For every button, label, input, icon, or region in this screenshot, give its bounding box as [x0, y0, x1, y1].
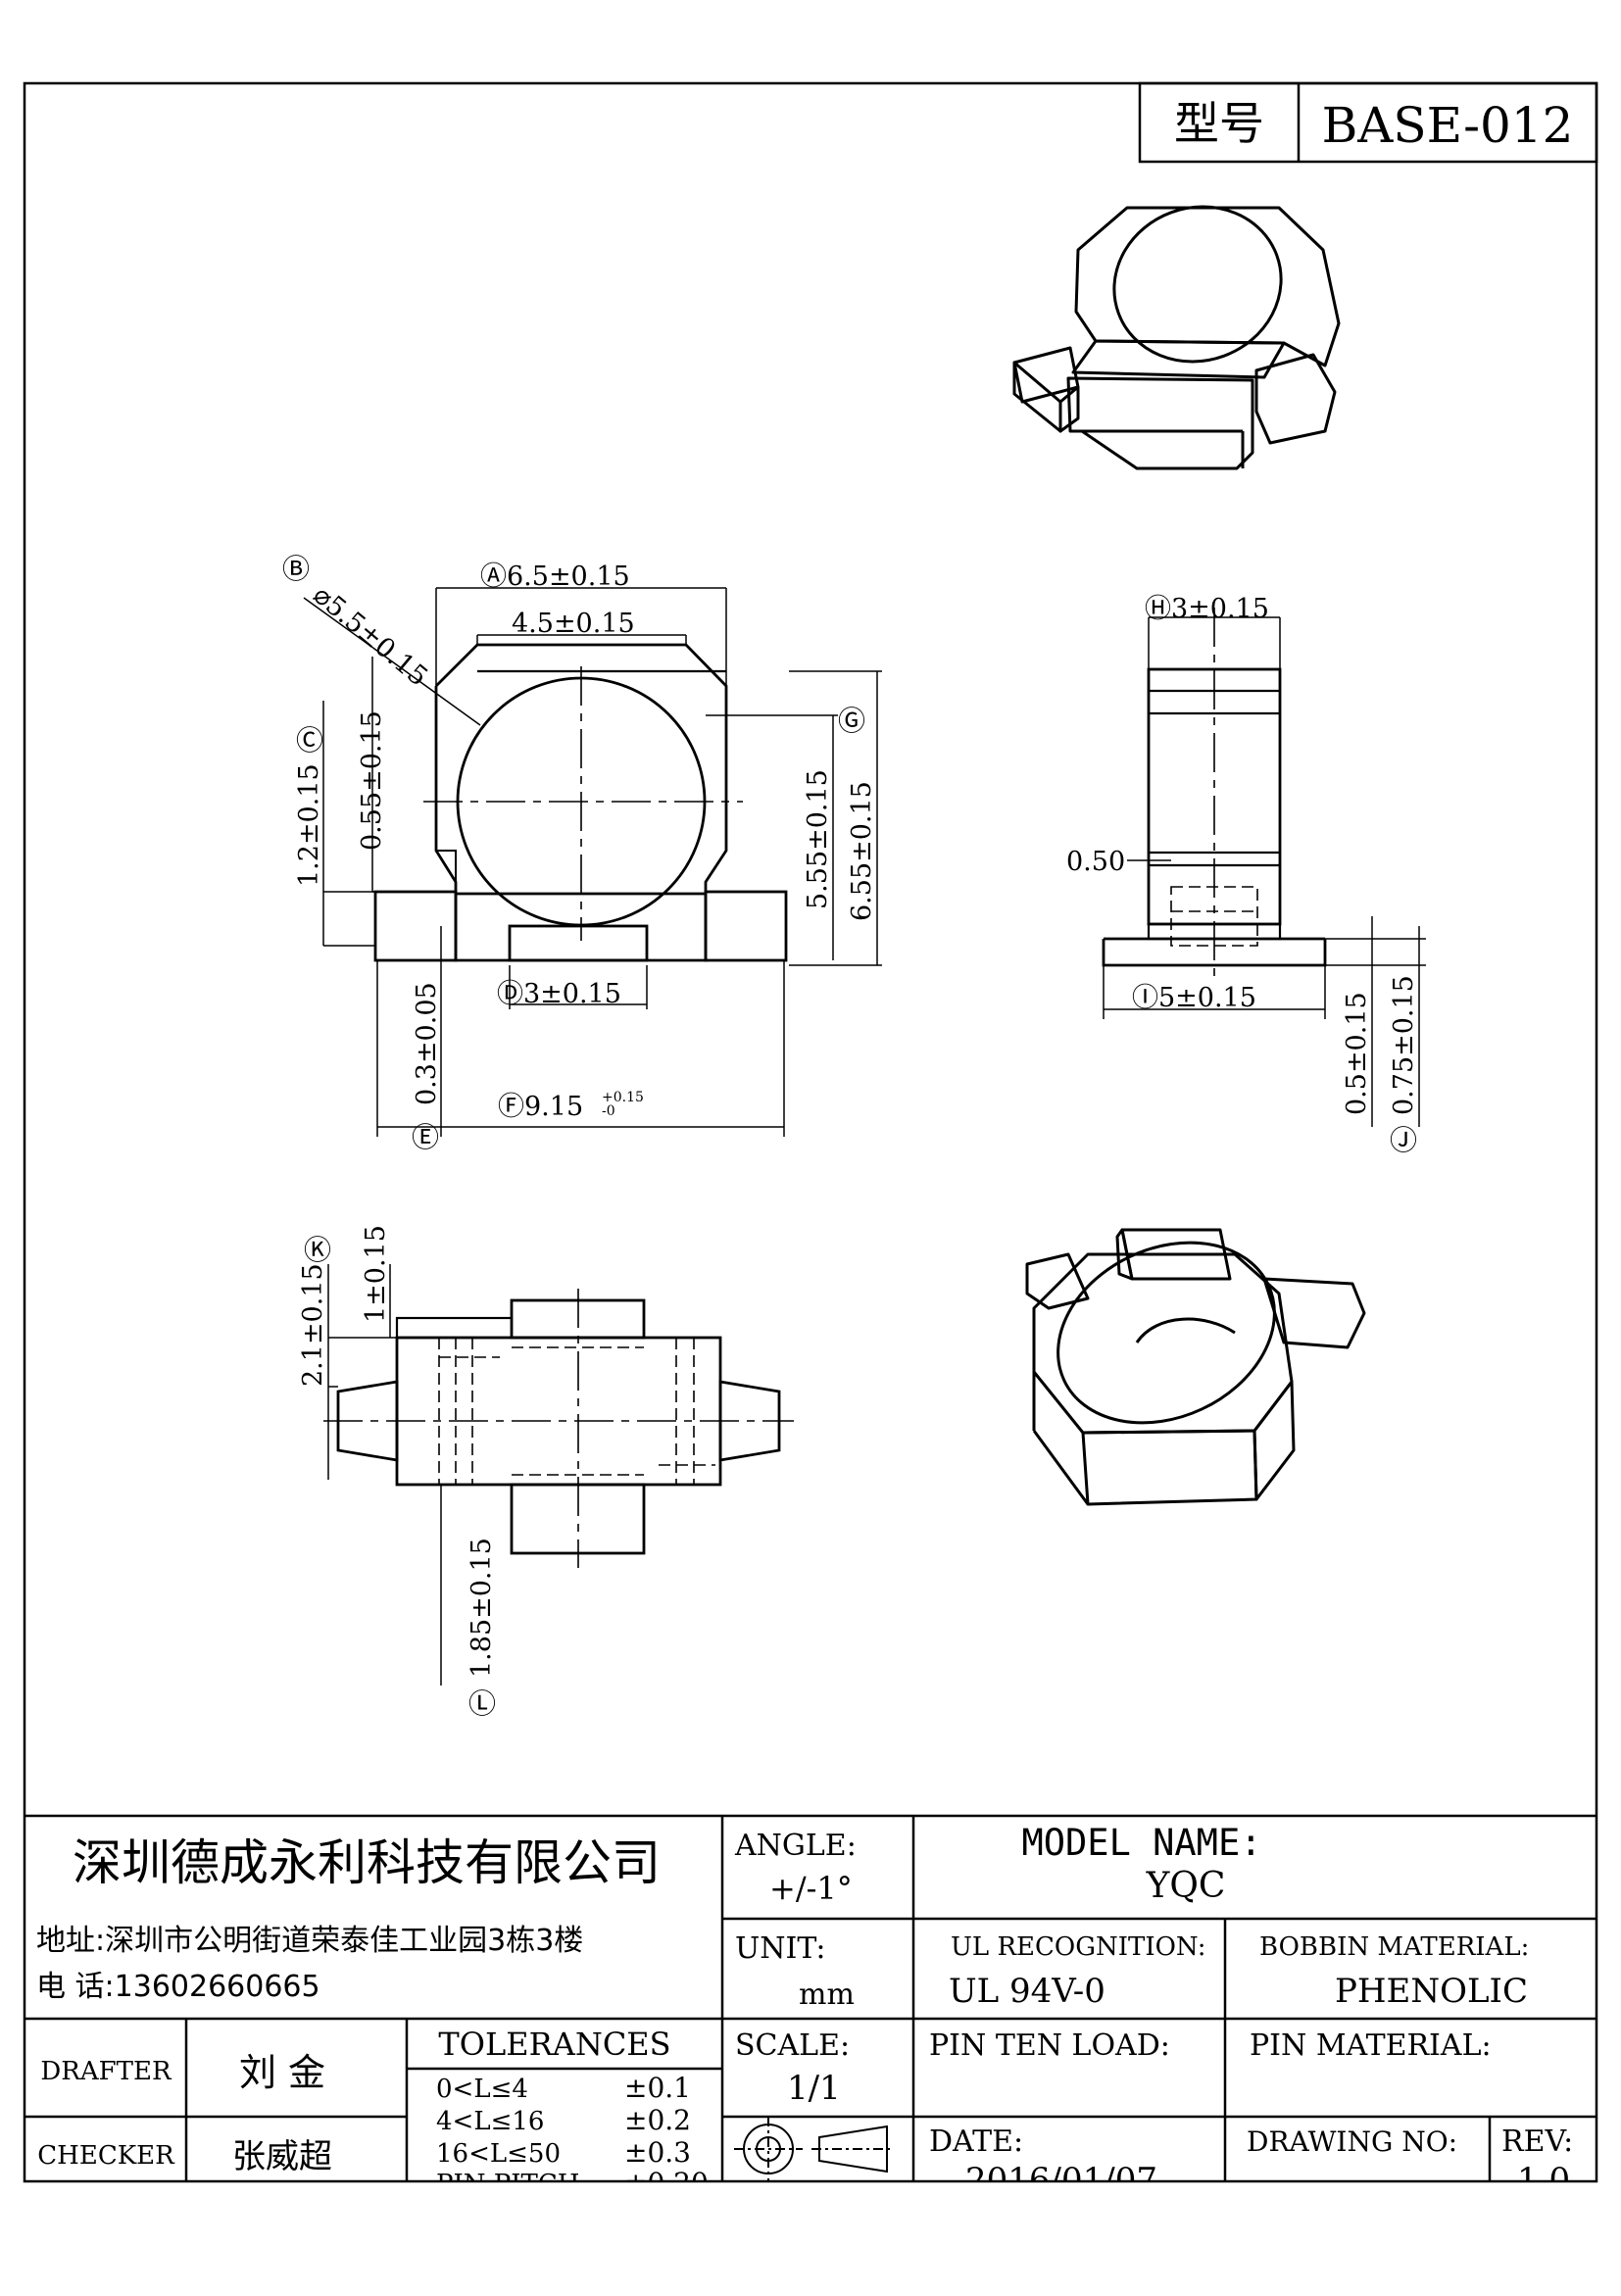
- isometric-view-bottom: [1025, 1228, 1366, 1506]
- date-label: DATE:: [929, 2125, 1023, 2159]
- ul-value: UL 94V-0: [949, 1972, 1105, 2011]
- dim-label-f: Ⓕ9.15: [498, 1092, 583, 1122]
- bobbin-value: PHENOLIC: [1335, 1972, 1528, 2011]
- label-b: Ⓑ: [282, 553, 310, 585]
- model-name-value: YQC: [1146, 1866, 1226, 1906]
- unit-label: UNIT:: [735, 1931, 825, 1966]
- dim-label-h: Ⓗ3±0.15: [1145, 594, 1269, 624]
- tolerances-label: TOLERANCES: [438, 2026, 670, 2063]
- side-view-labels: Ⓗ3±0.15 0.50 Ⓘ5±0.15 0.5±0.15 0.75±0.15 …: [1066, 594, 1419, 1156]
- model-header: 型号 BASE-012: [1138, 81, 1598, 164]
- dim-0-50: 0.50: [1066, 847, 1125, 877]
- dim-1: 1±0.15: [361, 1225, 391, 1323]
- dim-2-1: 2.1±0.15: [298, 1263, 328, 1387]
- drawing-no-label: DRAWING NO:: [1247, 2125, 1457, 2158]
- scale-value: 1/1: [787, 2069, 841, 2108]
- tol-value-1: ±0.2: [624, 2104, 691, 2136]
- label-g: Ⓖ: [838, 705, 865, 737]
- dim-6-55: 6.55±0.15: [847, 781, 877, 921]
- dim-label-d: Ⓓ3±0.15: [497, 979, 621, 1009]
- angle-value: +/-1°: [769, 1870, 853, 1907]
- tol-range-1: 4<L≤16: [436, 2107, 544, 2136]
- checker-value: 张威超: [232, 2137, 332, 2176]
- tolerance-table: 0<L≤4 ±0.1 4<L≤16 ±0.2 16<L≤50 ±0.3 PIN …: [436, 2072, 709, 2199]
- title-block-grid: [25, 1814, 1596, 2181]
- tol-value-3: ±0.20: [624, 2167, 709, 2199]
- dim-label-a: Ⓐ6.5±0.15: [480, 562, 630, 592]
- dim-0-5: 0.5±0.15: [1342, 992, 1372, 1115]
- title-block-text: 深圳德成永利科技有限公司 地址:深圳市公明街道荣泰佳工业园3栋3楼 电 话:13…: [36, 1822, 1573, 2200]
- company-address: 地址:深圳市公明街道荣泰佳工业园3栋3楼: [36, 1924, 583, 1958]
- angle-label: ANGLE:: [734, 1829, 857, 1863]
- rev-label: REV:: [1501, 2125, 1573, 2159]
- scale-label: SCALE:: [735, 2028, 850, 2063]
- projection-symbol-icon: [734, 2117, 894, 2181]
- dim-0-75: 0.75±0.15: [1389, 975, 1419, 1115]
- unit-value: mm: [799, 1978, 855, 2012]
- company-name: 深圳德成永利科技有限公司: [73, 1834, 661, 1891]
- model-name-label: MODEL NAME:: [1021, 1822, 1261, 1864]
- front-view: [303, 587, 882, 1137]
- dim-0-3: 0.3±0.05: [412, 982, 442, 1105]
- bottom-view-labels: Ⓚ 2.1±0.15 1±0.15 1.85±0.15 Ⓛ: [298, 1225, 497, 1720]
- drafter-label: DRAFTER: [40, 2057, 172, 2086]
- dim-4-5: 4.5±0.15: [512, 609, 635, 639]
- tol-value-2: ±0.3: [624, 2136, 691, 2169]
- tol-range-2: 16<L≤50: [436, 2139, 561, 2169]
- side-view: [1102, 608, 1426, 1127]
- tol-value-0: ±0.1: [624, 2072, 691, 2104]
- sheet-border: [23, 81, 1598, 2183]
- date-value: 2016/01/07: [965, 2161, 1157, 2200]
- drafter-value: 刘 金: [239, 2051, 325, 2094]
- label-k: Ⓚ: [304, 1234, 331, 1266]
- pin-material-label: PIN MATERIAL:: [1250, 2028, 1492, 2063]
- pin-load-label: PIN TEN LOAD:: [929, 2028, 1170, 2063]
- dim-label-i: Ⓘ5±0.15: [1132, 983, 1256, 1013]
- label-e: Ⓔ: [412, 1121, 439, 1153]
- checker-label: CHECKER: [37, 2141, 175, 2171]
- bobbin-label: BOBBIN MATERIAL:: [1259, 1932, 1529, 1962]
- tol-range-3: PIN PITCH: [436, 2170, 579, 2199]
- dim-0-55: 0.55±0.15: [357, 710, 387, 851]
- ul-label: UL RECOGNITION:: [951, 1932, 1206, 1962]
- label-c: Ⓒ: [296, 724, 323, 757]
- bottom-view: [323, 1264, 794, 1685]
- tol-plus: +0.15: [602, 1090, 644, 1105]
- tol-minus: -0: [602, 1103, 615, 1119]
- dim-diameter: ⌀5.5±0.15: [308, 580, 434, 693]
- model-label: 型号: [1174, 97, 1264, 150]
- rev-value: 1.0: [1517, 2161, 1570, 2200]
- model-value: BASE-012: [1322, 97, 1574, 154]
- dim-5-55: 5.55±0.15: [803, 769, 833, 909]
- company-phone: 电 话:13602660665: [36, 1970, 320, 2004]
- tol-range-0: 0<L≤4: [436, 2075, 528, 2104]
- label-l: Ⓛ: [468, 1687, 496, 1720]
- dim-1-85: 1.85±0.15: [467, 1538, 497, 1678]
- front-view-labels: Ⓐ6.5±0.15 4.5±0.15 Ⓑ ⌀5.5±0.15 Ⓒ 1.2±0.1…: [282, 553, 877, 1153]
- isometric-view-top: [1012, 205, 1341, 470]
- label-j: Ⓙ: [1390, 1124, 1417, 1156]
- dim-1-2: 1.2±0.15: [294, 763, 324, 887]
